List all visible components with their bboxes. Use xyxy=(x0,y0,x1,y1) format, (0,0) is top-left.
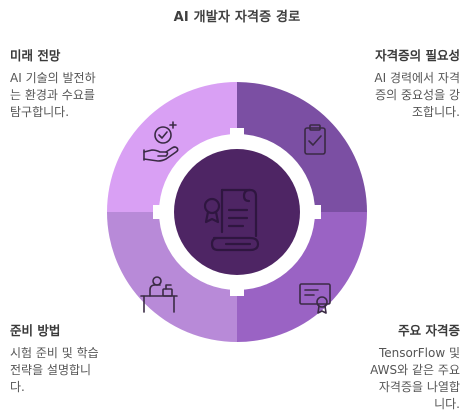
desc-line: 전략을 설명합니 xyxy=(10,363,92,377)
label-major-certifications: 주요 자격증 TensorFlow 및 AWS와 같은 주요 자격증을 나열합 … xyxy=(342,322,460,413)
heading-certification-need: 자격증의 필요성 xyxy=(375,48,460,63)
desc-line: 조합니다. xyxy=(412,105,460,119)
ring-divider-top xyxy=(230,128,244,150)
page-title: AI 개발자 자격증 경로 xyxy=(173,10,301,25)
ring-divider-bottom xyxy=(230,274,244,296)
heading-major-certifications: 주요 자격증 xyxy=(398,323,460,338)
desc-line: 는 환경과 수요를 xyxy=(10,88,95,102)
desc-line: AI 경력에서 자격 xyxy=(374,71,460,85)
label-future-outlook: 미래 전망 AI 기술의 발전하 는 환경과 수요를 탐구합니다. xyxy=(10,47,128,121)
ring-divider-right xyxy=(299,205,321,219)
clipboard-check-icon xyxy=(304,124,326,155)
center-circle xyxy=(174,149,300,275)
scroll-certificate-icon xyxy=(203,188,260,252)
desc-line: TensorFlow 및 xyxy=(378,346,460,360)
desc-line: 니다. xyxy=(434,397,460,411)
desc-line: 탐구합니다. xyxy=(10,105,70,119)
desc-line: 증의 중요성을 강 xyxy=(375,88,460,102)
heading-preparation-method: 준비 방법 xyxy=(10,323,61,338)
desc-line: 시험 준비 및 학습 xyxy=(10,346,99,360)
label-preparation-method: 준비 방법 시험 준비 및 학습 전략을 설명합니 다. xyxy=(10,322,128,396)
hand-sparkles-icon xyxy=(143,121,179,162)
desc-line: 다. xyxy=(10,380,25,394)
desc-line: AI 기술의 발전하 xyxy=(10,71,96,85)
certificate-icon xyxy=(299,283,331,314)
desc-line: 자격증을 나열합 xyxy=(378,380,460,394)
ring-divider-left xyxy=(153,205,175,219)
label-certification-need: 자격증의 필요성 AI 경력에서 자격 증의 중요성을 강 조합니다. xyxy=(342,47,460,121)
heading-future-outlook: 미래 전망 xyxy=(10,48,61,63)
desc-line: AWS와 같은 주요 xyxy=(370,363,460,377)
study-desk-icon xyxy=(140,276,178,313)
